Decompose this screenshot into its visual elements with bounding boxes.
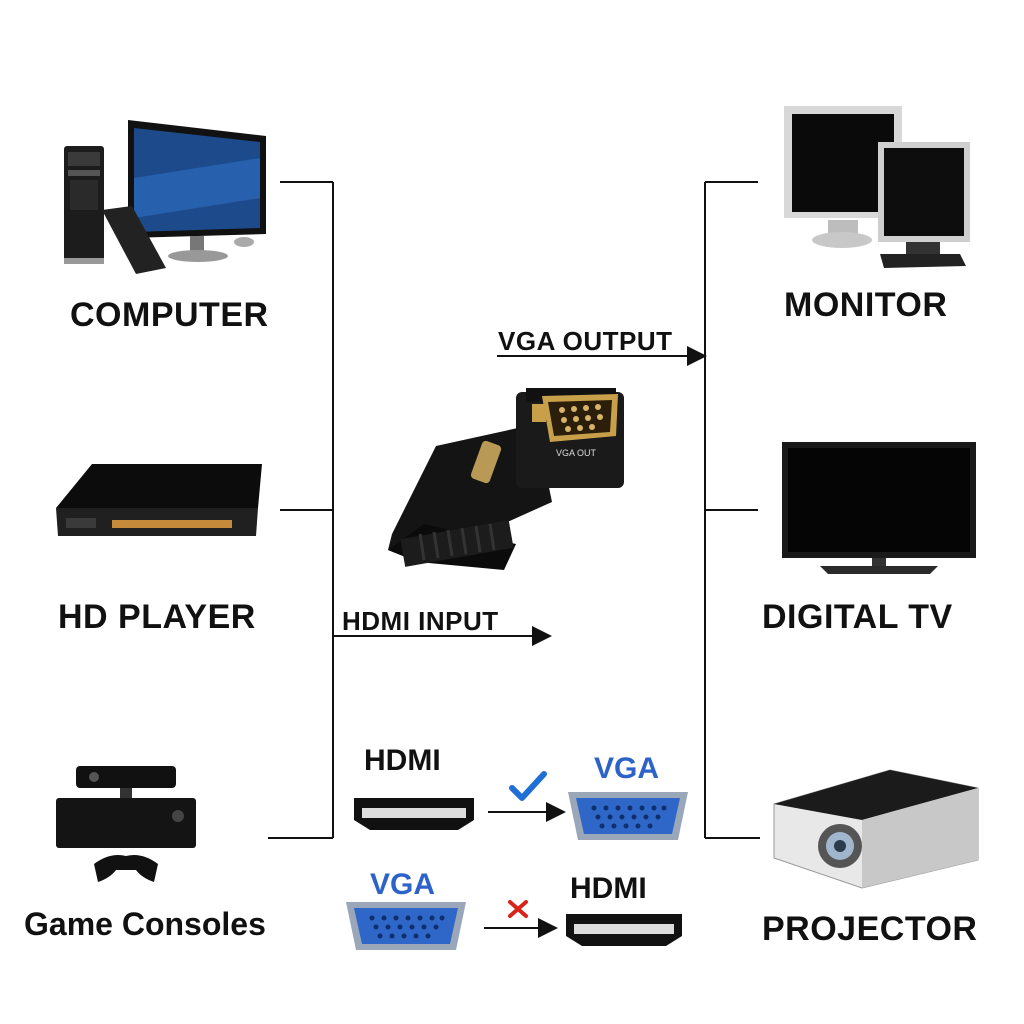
cross-icon (508, 900, 528, 918)
digital-tv-image (782, 442, 976, 574)
hd-player-label: HD PLAYER (58, 598, 256, 636)
game-console-image (56, 766, 196, 882)
legend-vga-to-label: VGA (594, 752, 660, 785)
legend-vga-from-label: VGA (370, 868, 436, 901)
adapter-port-print: VGA OUT (556, 448, 597, 458)
projector-image (773, 769, 979, 889)
vga-port-icon-2 (346, 902, 466, 950)
game-consoles-label: Game Consoles (24, 906, 266, 942)
legend-hdmi-to-label: HDMI (570, 872, 647, 905)
hdmi-port-icon-2 (566, 914, 682, 946)
digital-tv-label: DIGITAL TV (762, 598, 953, 636)
monitor-label: MONITOR (784, 286, 948, 324)
check-icon (509, 771, 547, 801)
legend-hdmi-from-label: HDMI (364, 744, 441, 777)
vga-port-icon (568, 792, 688, 840)
hdmi-port-icon (354, 798, 474, 830)
hdmi-input-label: HDMI INPUT (342, 606, 499, 636)
computer-image (64, 120, 266, 274)
hdmi-to-vga-adapter-image: VGA OUT (388, 388, 624, 570)
vga-output-label: VGA OUTPUT (498, 326, 673, 356)
projector-label: PROJECTOR (762, 910, 978, 948)
computer-label: COMPUTER (70, 296, 269, 334)
hd-player-image (56, 464, 262, 536)
monitor-image (784, 106, 970, 268)
